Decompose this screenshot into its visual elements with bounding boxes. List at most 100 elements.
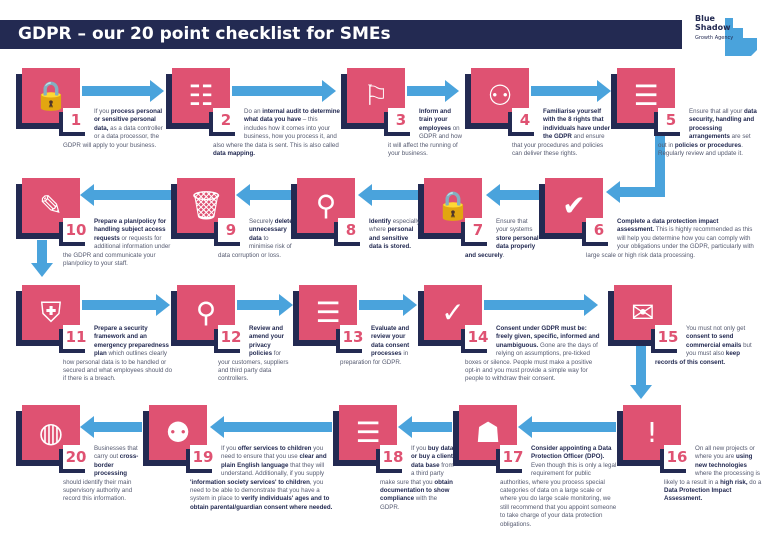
page-title: GDPR – our 20 point checklist for SMEs [18,24,391,44]
step-text-bold: Evaluate and review your data consent pr… [371,325,410,358]
step-text: . [502,251,505,259]
step-text-bold: high risk, [720,478,748,486]
arrow-9-10 [80,184,172,206]
arrow-2-3 [232,80,336,102]
envelope-icon: ✉ [614,285,672,340]
step-number-badge: 2 [213,108,239,132]
step-text-bold: clear and plain English language [221,453,327,469]
step-text-bold: process personal or sensitive personal d… [94,108,163,132]
step-text: If you [221,445,238,452]
step-text-bold: Prepare a plan/policy for handling subje… [94,218,167,242]
step-text: especially where [369,218,420,234]
step-text: or requests for additional information u… [63,234,171,268]
arrow-6-7 [486,184,540,206]
step-number-badge: 6 [586,218,612,242]
step-number-badge: 17 [500,445,526,469]
step-text-bold: 'information society services' to childr… [190,478,310,486]
step-text-bold: Identify [369,218,392,225]
step-number-badge: 5 [658,108,684,132]
step-text-bold: internal audit to determine what data yo… [244,108,340,124]
step-number-badge: 8 [338,218,364,242]
step-text: , you need to be able to demonstrate tha… [190,478,324,503]
step-number-badge: 16 [664,445,690,469]
folder-sitemap-icon: ☷ [172,68,230,123]
step-number-badge: 18 [380,445,406,469]
step-number-badge: 9 [218,218,244,242]
step-text: for your customers, suppliers and third … [218,350,289,383]
arrow-5-6 [606,125,665,203]
step-text-bold: Prepare a security framework and an emer… [94,325,169,358]
arrow-14-15 [484,294,598,316]
step-text: Businesses that carry out [94,445,138,461]
step-text: are set out in [658,133,751,149]
step-number-badge: 14 [465,325,491,349]
step-number-badge: 1 [63,108,89,132]
step-text-bold: consent to send commercial emails [686,333,742,349]
step-text: but you must also [686,341,752,358]
step-number-badge: 15 [655,325,681,349]
arrow-8-9 [236,184,292,206]
arrow-18-19 [210,416,332,438]
step-text-bold: Inform and train your employees [419,108,451,132]
step-text: . Regularly review and update it. [658,141,743,158]
step-text-bold: store personal data properly and securel… [465,234,539,259]
step-text: This is highly recommended as this will … [586,226,754,259]
step-text: that they will understand. Additionally,… [221,461,325,478]
step-text: from a third party make sure that you [380,461,454,486]
arrow-12-13 [237,294,293,316]
step-text: should identify their main supervisory a… [63,478,133,503]
step-text-bold: buy data or buy a client data base [411,445,454,469]
step-number-badge: 3 [388,108,414,132]
logo-line1: Blue [695,14,715,23]
step-text-bold: offer services to children [237,445,312,452]
step-text-bold: cross-border processing [94,453,139,478]
step-text-bold: keep records of this consent. [655,350,741,366]
step-number-badge: 7 [465,218,491,242]
step-text: as a data controller or a data processor… [63,124,163,149]
step-text: with the GDPR. [380,495,438,511]
step-text-bold: personal and sensitive data is stored. [369,226,414,251]
arrow-4-5 [531,80,611,102]
arrow-16-17 [518,416,616,438]
step-number-badge: 12 [218,325,244,349]
step-text-bold: Data Protection Impact Assessment. [664,487,732,503]
step-text: you need to ensure that you use [221,445,324,461]
step-text: Securely [249,218,275,225]
step-text: Gone are the days of relying on assumpti… [465,341,598,383]
arrow-11-12 [82,294,170,316]
step-9: 9 Securely delete unnecessary data to min… [218,218,293,260]
step-text: to minimise risk of data corruption or l… [218,234,292,259]
step-text-bold: delete unnecessary data [249,218,293,242]
step-text-bold: policies or procedures [674,141,742,149]
step-text: If you [94,108,111,115]
step-text-bold: Familiarise yourself with the 8 rights t… [543,108,611,141]
arrow-17-18 [398,416,452,438]
step-text: Do an [244,108,263,115]
step-text: on GDPR and how it will affect the runni… [388,124,462,158]
title-bar: GDPR – our 20 point checklist for SMEs [0,20,682,49]
step-number-badge: 11 [63,325,89,349]
step-text-bold: Consent under GDPR must be: freely given… [496,325,600,349]
step-text-bold: data mapping. [213,150,255,158]
step-text-bold: using new technologies [695,453,753,469]
arrow-15-16 [630,345,652,399]
step-number-badge: 20 [63,445,89,469]
arrow-13-14 [359,294,417,316]
step-text: do a [747,478,762,486]
step-text-bold: obtain documentation to show compliance [380,478,453,503]
step-1: 1 If you process personal or sensitive pe… [63,108,168,150]
arrow-7-8 [358,184,418,206]
arrow-10-11 [31,240,53,277]
